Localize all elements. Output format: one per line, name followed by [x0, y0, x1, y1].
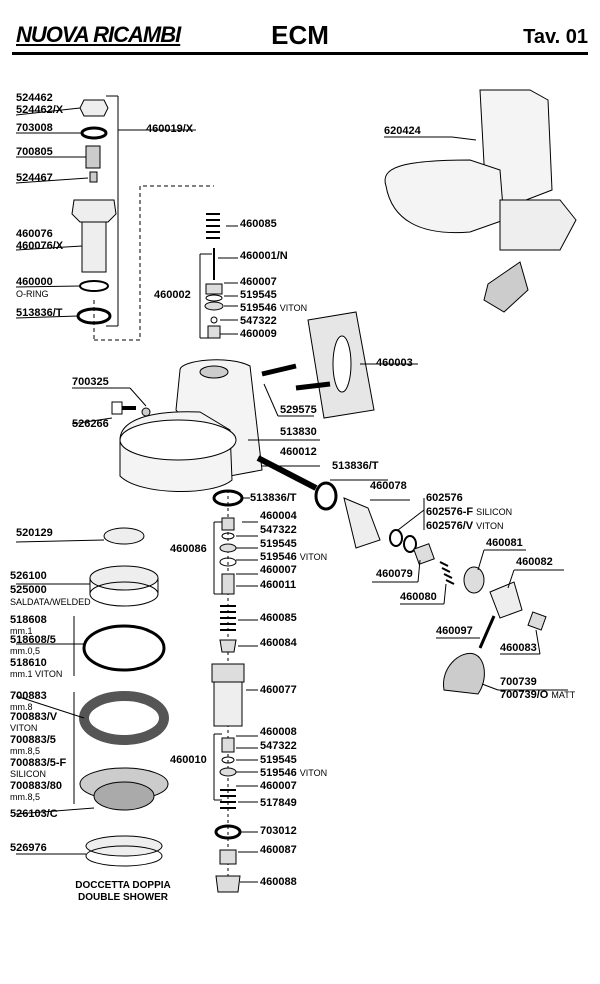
part-602576: 602576: [426, 492, 463, 504]
caption-double-shower: DOUBLE SHOWER: [78, 892, 168, 903]
part-460076: 460076: [16, 228, 53, 240]
part-700739o: 700739/O MATT: [500, 689, 576, 701]
label-mm85b: mm.8,5: [10, 792, 41, 802]
part-620424: 620424: [384, 125, 421, 137]
label-oring: O-RING: [16, 289, 49, 299]
part-524467: 524467: [16, 172, 53, 184]
group-460086: 460086: [170, 543, 207, 555]
label-viton-d: VITON: [10, 723, 38, 733]
part-519546-b: 519546 VITON: [260, 551, 328, 563]
part-700739: 700739: [500, 676, 537, 688]
part-460079: 460079: [376, 568, 413, 580]
part-460080: 460080: [400, 591, 437, 603]
part-519546-a: 519546 VITON: [240, 302, 308, 314]
label-mm1: mm.1: [10, 626, 33, 636]
label-mm85a: mm.8,5: [10, 746, 41, 756]
part-703008: 703008: [16, 122, 53, 134]
part-460084: 460084: [260, 637, 297, 649]
part-460097: 460097: [436, 625, 473, 637]
part-525000: 525000: [10, 584, 47, 596]
part-460085-b: 460085: [260, 612, 297, 624]
part-547322-b: 547322: [260, 524, 297, 536]
part-460078: 460078: [370, 480, 407, 492]
part-513836t-b: 513836/T: [332, 460, 379, 472]
part-519545-a: 519545: [240, 289, 277, 301]
header: NUOVA RICAMBI ECM Tav. 01: [0, 0, 600, 56]
part-547322-a: 547322: [240, 315, 277, 327]
part-460088: 460088: [260, 876, 297, 888]
part-460009: 460009: [240, 328, 277, 340]
group-460019x: 460019/X: [146, 123, 194, 135]
part-460077: 460077: [260, 684, 297, 696]
part-518608: 518608: [10, 614, 47, 626]
part-520129: 520129: [16, 527, 53, 539]
part-526976: 526976: [10, 842, 47, 854]
label-saldata: SALDATA/WELDED: [10, 597, 91, 607]
label-mm8: mm.8: [10, 702, 33, 712]
part-517849: 517849: [260, 797, 297, 809]
header-rule: [12, 52, 588, 55]
part-526103c: 526103/C: [10, 808, 58, 820]
part-524462: 524462: [16, 92, 53, 104]
part-460081: 460081: [486, 537, 523, 549]
part-460007-c: 460007: [260, 780, 297, 792]
part-526100: 526100: [10, 570, 47, 582]
part-460085-a: 460085: [240, 218, 277, 230]
part-526266: 526266: [72, 418, 109, 430]
part-518610: 518610: [10, 657, 47, 669]
part-700883-5f: 700883/5-F: [10, 757, 67, 769]
part-700805: 700805: [16, 146, 53, 158]
brand-logo: NUOVA RICAMBI: [16, 22, 181, 47]
part-519545-c: 519545: [260, 754, 297, 766]
part-602576v: 602576/V VITON: [426, 520, 504, 532]
group-460010: 460010: [170, 754, 207, 766]
part-460007-b: 460007: [260, 564, 297, 576]
part-524462x: 524462/X: [16, 104, 64, 116]
part-460003: 460003: [376, 357, 413, 369]
caption-doccetta: DOCCETTA DOPPIA: [75, 880, 171, 891]
part-513836t-a: 513836/T: [16, 307, 63, 319]
label-mm05: mm.0,5: [10, 646, 41, 656]
model-title: ECM: [271, 20, 329, 50]
part-460087: 460087: [260, 844, 297, 856]
part-460076x: 460076/X: [16, 240, 64, 252]
part-460000: 460000: [16, 276, 53, 288]
part-529575: 529575: [280, 404, 317, 416]
part-519545-b: 519545: [260, 538, 297, 550]
part-460007-a: 460007: [240, 276, 277, 288]
part-519546-c: 519546 VITON: [260, 767, 328, 779]
part-547322-c: 547322: [260, 740, 297, 752]
table-number: Tav. 01: [523, 26, 588, 48]
part-700883-5: 700883/5: [10, 734, 56, 746]
part-700883: 700883: [10, 690, 47, 702]
part-460083: 460083: [500, 642, 537, 654]
part-460001n: 460001/N: [240, 250, 288, 262]
part-703012: 703012: [260, 825, 297, 837]
label-mm1-viton: mm.1 VITON: [10, 669, 63, 679]
part-460012: 460012: [280, 446, 317, 458]
group-460002: 460002: [154, 289, 191, 301]
part-460004: 460004: [260, 510, 297, 522]
part-513830: 513830: [280, 426, 317, 438]
part-602576f: 602576-F SILICON: [426, 506, 513, 518]
part-460008: 460008: [260, 726, 297, 738]
part-460011: 460011: [260, 579, 297, 591]
part-700883-80: 700883/80: [10, 780, 62, 792]
label-silicon-b: SILICON: [10, 769, 47, 779]
part-700325: 700325: [72, 376, 109, 388]
part-460082: 460082: [516, 556, 553, 568]
part-518608-5: 518608/5: [10, 634, 56, 646]
part-700883v: 700883/V: [10, 711, 58, 723]
part-513836t-c: 513836/T: [250, 492, 297, 504]
